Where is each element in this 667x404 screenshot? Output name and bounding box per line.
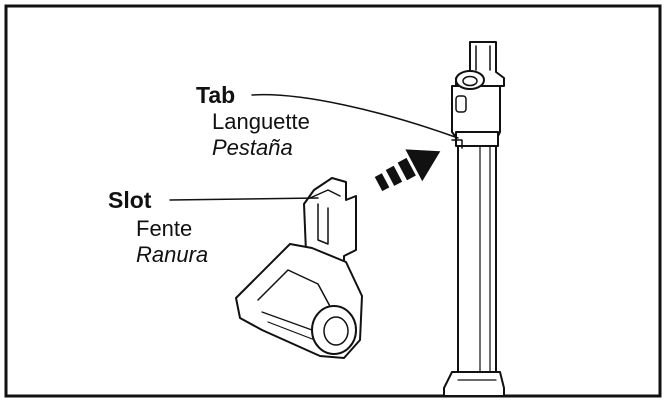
slot-leader-line (169, 197, 319, 201)
tab-label-es: Pestaña (212, 135, 293, 160)
slot-label-en: Slot (108, 187, 152, 213)
vacuum-wand-illustration (443, 41, 505, 397)
slot-label-fr: Fente (136, 216, 192, 241)
tab-label-en: Tab (196, 82, 235, 108)
tab-label-fr: Languette (212, 109, 310, 134)
insert-direction-arrow-icon (374, 149, 441, 192)
attachment-illustration (235, 177, 363, 359)
slot-label-es: Ranura (136, 242, 208, 267)
tab-leader-line (251, 93, 459, 139)
